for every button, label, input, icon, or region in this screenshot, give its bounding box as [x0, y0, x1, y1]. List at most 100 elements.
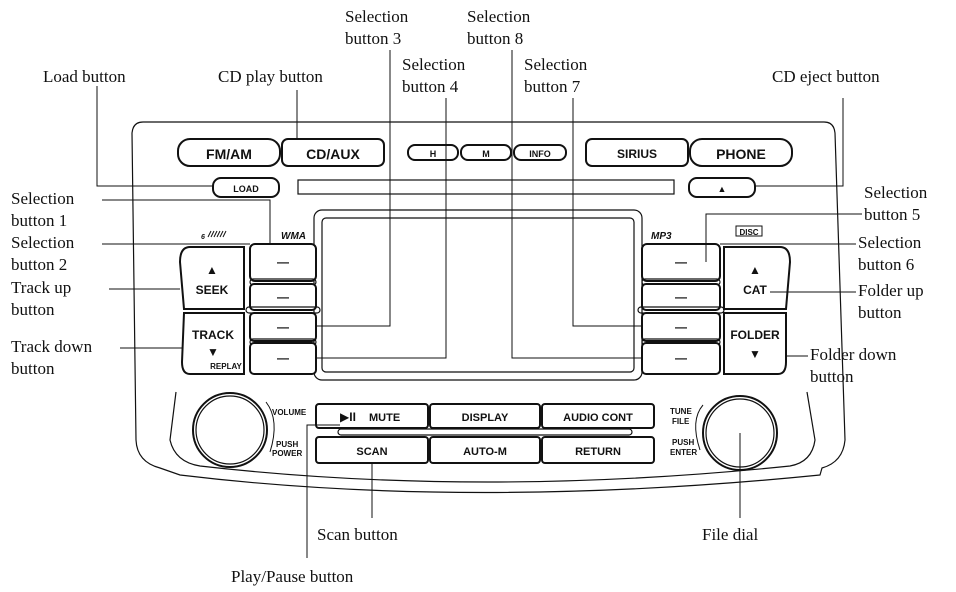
leader-lines — [96, 50, 862, 558]
selection-2-dash: — — [277, 290, 289, 304]
callout-selection-3-line2: button 3 — [345, 29, 401, 48]
cat-label: CAT — [743, 283, 767, 297]
callout-track-up-line2: button — [11, 300, 55, 319]
return-button[interactable]: RETURN — [541, 436, 655, 464]
callout-load-button: Load button — [43, 67, 126, 86]
fm-am-button[interactable]: FM/AM — [177, 138, 281, 167]
phone-button[interactable]: PHONE — [689, 138, 793, 167]
replay-label: REPLAY — [210, 362, 242, 371]
volume-knob[interactable] — [192, 392, 268, 468]
selection-3-dash: — — [277, 320, 289, 334]
fm-am-label: FM/AM — [206, 146, 252, 162]
callout-folder-down-line2: button — [810, 367, 854, 386]
callout-selection-6-line2: button 6 — [858, 255, 914, 274]
h-button[interactable]: H — [407, 144, 459, 161]
callout-selection-7-line2: button 7 — [524, 77, 581, 96]
mute-label: MUTE — [369, 412, 400, 424]
callout-selection-1-line2: button 1 — [11, 211, 67, 230]
phone-label: PHONE — [716, 146, 766, 162]
enter-label: ENTER — [670, 448, 697, 457]
scan-button[interactable]: SCAN — [315, 436, 429, 464]
eject-icon: ▲ — [718, 184, 727, 194]
panel-inner-outline — [169, 391, 816, 483]
panel-outline — [131, 121, 846, 494]
display-label: DISPLAY — [462, 412, 509, 424]
selection-button-1[interactable]: — — [249, 243, 317, 282]
m-button[interactable]: M — [460, 144, 512, 161]
callout-selection-8-line2: button 8 — [467, 29, 523, 48]
callout-selection-7-line1: Selection — [524, 55, 588, 74]
display-button[interactable]: DISPLAY — [429, 403, 541, 429]
callout-track-up-line1: Track up — [11, 278, 71, 297]
callout-play-pause-button: Play/Pause button — [231, 567, 354, 586]
svg-text:6: 6 — [201, 234, 205, 241]
push-label-right: PUSH — [672, 438, 694, 447]
track-label: TRACK — [192, 328, 234, 342]
selection-button-6[interactable]: — — [641, 283, 721, 311]
auto-m-button[interactable]: AUTO-M — [429, 436, 541, 464]
selection-6-dash: — — [675, 290, 687, 304]
tune-arc — [695, 404, 704, 451]
play-mute-button[interactable]: ▶II MUTE — [315, 403, 429, 429]
selection-button-7[interactable]: — — [641, 312, 721, 342]
selection-button-5[interactable]: — — [641, 243, 721, 282]
selection-button-8[interactable]: — — [641, 342, 721, 375]
volume-label: VOLUME — [272, 408, 307, 417]
audio-cont-label: AUDIO CONT — [563, 412, 633, 424]
scan-label: SCAN — [356, 446, 387, 458]
selection-1-dash: — — [277, 255, 289, 269]
audio-cont-button[interactable]: AUDIO CONT — [541, 403, 655, 429]
folder-up-arrow-icon: ▲ — [749, 263, 761, 277]
callout-folder-up-line1: Folder up — [858, 281, 924, 300]
callout-folder-up-line2: button — [858, 303, 902, 322]
selection-button-3[interactable]: — — [249, 312, 317, 342]
selection-8-dash: — — [675, 351, 687, 365]
selection-button-4[interactable]: — — [249, 342, 317, 375]
seek-label: SEEK — [196, 283, 229, 297]
track-down-button[interactable]: TRACK ▼ REPLAY — [180, 312, 245, 375]
callout-file-dial: File dial — [702, 525, 758, 544]
callout-folder-down-line1: Folder down — [810, 345, 897, 364]
callout-cd-eject-button: CD eject button — [772, 67, 880, 86]
h-label: H — [430, 149, 437, 159]
power-label: POWER — [272, 449, 302, 458]
callout-selection-5-line1: Selection — [864, 183, 928, 202]
callout-selection-1-line1: Selection — [11, 189, 75, 208]
file-label: FILE — [672, 417, 690, 426]
cat-folder-up-button[interactable]: ▲ CAT — [723, 246, 792, 310]
mp3-logo: MP3 — [651, 231, 672, 242]
folder-down-arrow-icon: ▼ — [749, 347, 761, 361]
eject-button[interactable]: ▲ — [688, 177, 756, 198]
callout-selection-4-line1: Selection — [402, 55, 466, 74]
display-screen-outer — [313, 209, 643, 381]
six-disc-icon: 6 — [201, 230, 227, 241]
tune-label: TUNE — [670, 407, 692, 416]
folder-label: FOLDER — [730, 328, 780, 342]
load-button[interactable]: LOAD — [212, 177, 280, 198]
selection-4-dash: — — [277, 351, 289, 365]
track-up-arrow-icon: ▲ — [206, 263, 218, 277]
push-label-left: PUSH — [276, 440, 298, 449]
disc-logo-label: DISC — [739, 228, 758, 237]
folder-down-button[interactable]: FOLDER ▼ — [723, 312, 787, 375]
cd-aux-button[interactable]: CD/AUX — [281, 138, 385, 167]
volume-arc — [265, 401, 275, 453]
sirius-label: SIRIUS — [617, 147, 657, 161]
callout-selection-8-line1: Selection — [467, 7, 531, 26]
callout-scan-button: Scan button — [317, 525, 398, 544]
callout-track-down-line2: button — [11, 359, 55, 378]
wma-logo: WMA — [281, 231, 306, 242]
auto-m-label: AUTO-M — [463, 446, 507, 458]
info-button[interactable]: INFO — [513, 144, 567, 161]
selection-button-2[interactable]: — — [249, 283, 317, 311]
selection-5-dash: — — [675, 255, 687, 269]
callout-track-down-line1: Track down — [11, 337, 93, 356]
callout-selection-3-line1: Selection — [345, 7, 409, 26]
info-label: INFO — [529, 149, 551, 159]
center-divider — [337, 428, 633, 436]
seek-track-up-button[interactable]: ▲ SEEK — [178, 246, 245, 310]
sirius-button[interactable]: SIRIUS — [585, 138, 689, 167]
selection-7-dash: — — [675, 320, 687, 334]
load-label: LOAD — [233, 184, 259, 194]
